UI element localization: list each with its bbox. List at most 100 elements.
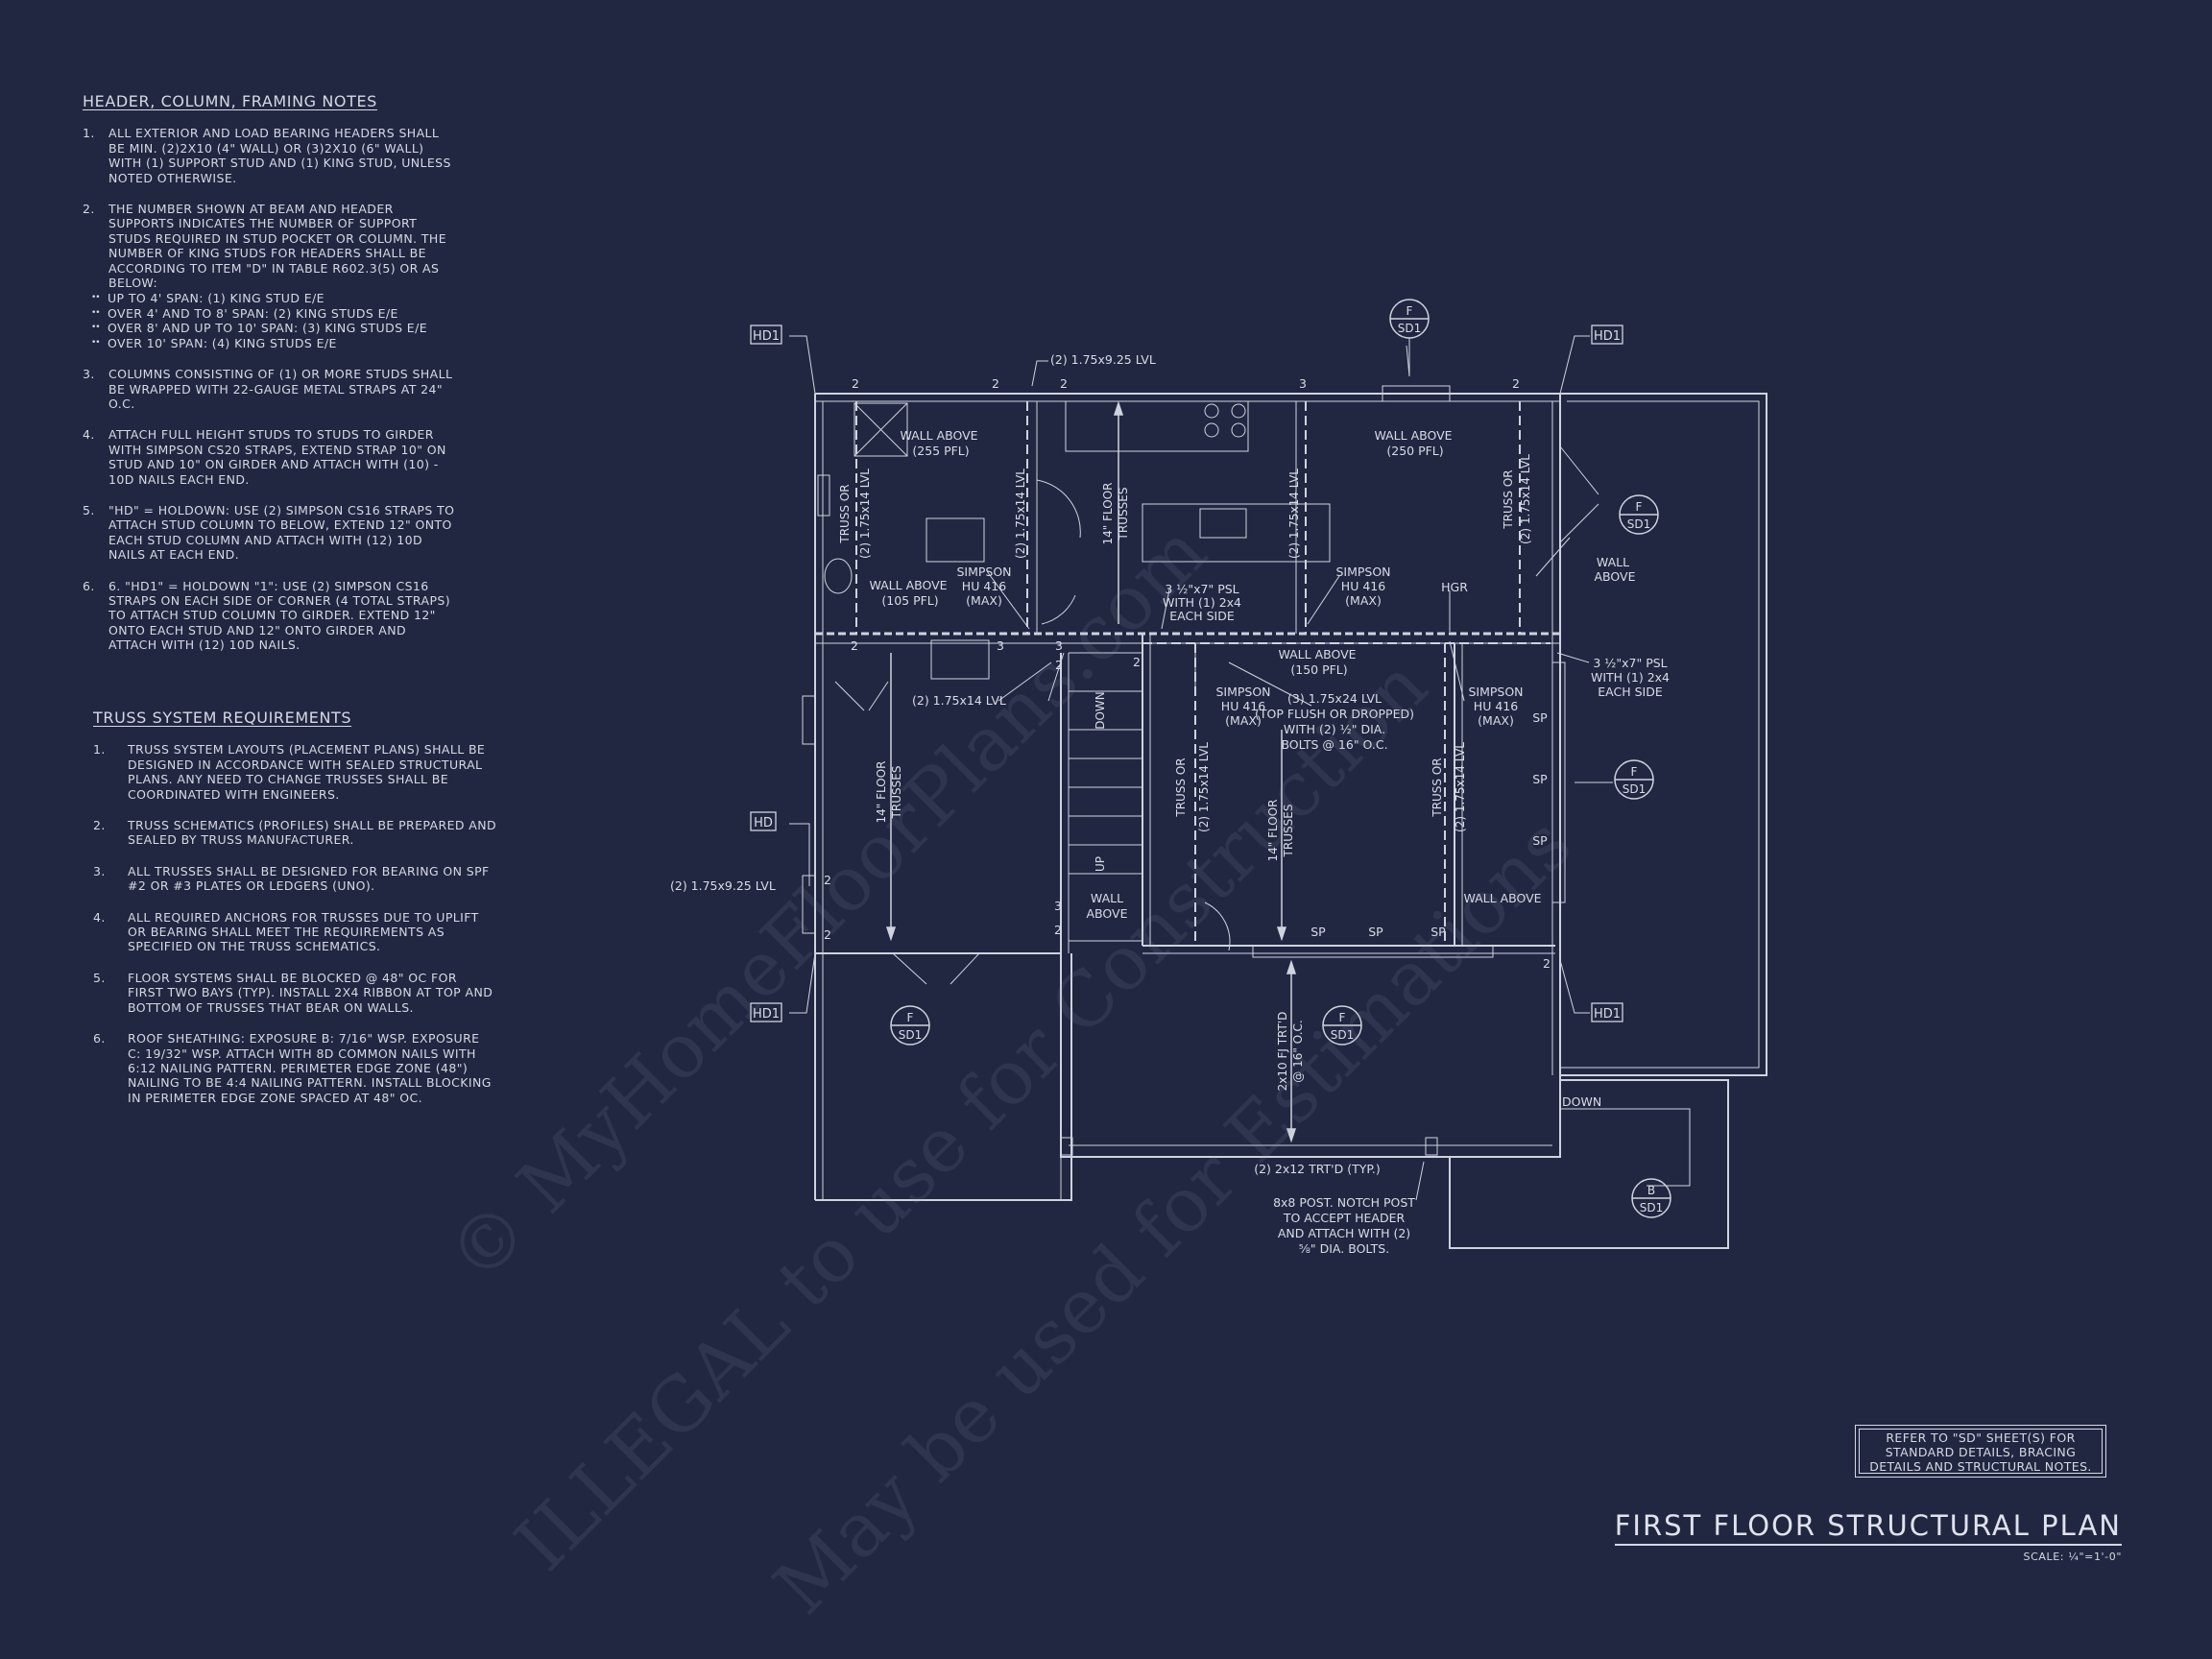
svg-text:TRUSSES: TRUSSES <box>1117 488 1130 541</box>
note-item: 4.ALL REQUIRED ANCHORS FOR TRUSSES DUE T… <box>93 909 479 954</box>
notes-title: TRUSS SYSTEM REQUIREMENTS <box>93 709 352 727</box>
section-markers: F SD1 F SD1 F SD1 F SD1 F SD1 B SD1 <box>890 299 1671 1218</box>
svg-text:(MAX): (MAX) <box>1345 593 1382 608</box>
plan-annotations: (2) 1.75x9.25 LVL (2) 1.75x9.25 LVL (2) … <box>670 352 1670 1256</box>
svg-text:SD1: SD1 <box>1627 517 1651 531</box>
svg-text:WITH (2) ½" DIA.: WITH (2) ½" DIA. <box>1284 722 1385 736</box>
svg-text:F: F <box>907 1011 914 1024</box>
truss-system-notes: TRUSS SYSTEM REQUIREMENTS 1.TRUSS SYSTEM… <box>93 709 496 1121</box>
svg-text:WITH (1) 2x4: WITH (1) 2x4 <box>1591 670 1670 685</box>
refer-sd-sheets-note: REFER TO "SD" SHEET(S) FOR STANDARD DETA… <box>1855 1425 2106 1478</box>
svg-text:SIMPSON: SIMPSON <box>1215 685 1270 699</box>
svg-text:WALL ABOVE: WALL ABOVE <box>869 578 947 592</box>
svg-text:(2) 1.75x14 LVL: (2) 1.75x14 LVL <box>858 469 872 559</box>
svg-text:2: 2 <box>1054 923 1062 937</box>
svg-text:SP: SP <box>1532 833 1548 848</box>
svg-text:F: F <box>1339 1011 1346 1024</box>
svg-text:SD1: SD1 <box>1331 1028 1355 1042</box>
svg-text:3 ½"x7" PSL: 3 ½"x7" PSL <box>1165 582 1238 596</box>
section-marker: F SD1 <box>1614 759 1654 800</box>
svg-text:HD1: HD1 <box>753 1007 780 1022</box>
plan-scale: SCALE: ¼"=1'-0" <box>2023 1551 2122 1563</box>
svg-text:ABOVE: ABOVE <box>1595 569 1636 584</box>
note-item: 3.COLUMNS CONSISTING OF (1) OR MORE STUD… <box>83 367 453 411</box>
svg-text:2: 2 <box>851 638 858 653</box>
section-marker: F SD1 <box>1619 494 1659 535</box>
svg-text:EACH SIDE: EACH SIDE <box>1169 609 1235 623</box>
svg-text:@ 16" O.C.: @ 16" O.C. <box>1291 1020 1305 1082</box>
note-item: 6.6. "HD1" = HOLDOWN "1": USE (2) SIMPSO… <box>83 578 450 653</box>
note-item: 3.ALL TRUSSES SHALL BE DESIGNED FOR BEAR… <box>93 863 490 894</box>
svg-text:SD1: SD1 <box>899 1028 923 1042</box>
svg-text:WALL ABOVE: WALL ABOVE <box>1463 891 1541 905</box>
note-item: 1.TRUSS SYSTEM LAYOUTS (PLACEMENT PLANS)… <box>93 742 486 802</box>
svg-text:2: 2 <box>1055 658 1063 672</box>
svg-text:(2) 1.75x14 LVL: (2) 1.75x14 LVL <box>1287 469 1301 559</box>
svg-text:TRUSS OR: TRUSS OR <box>838 484 852 543</box>
svg-text:WITH (1) 2x4: WITH (1) 2x4 <box>1163 595 1241 610</box>
stud-span-item: ••OVER 10' SPAN: (4) KING STUDS E/E <box>91 335 337 350</box>
svg-text:2: 2 <box>1133 655 1141 669</box>
svg-text:(2) 1.75x14 LVL: (2) 1.75x14 LVL <box>1197 742 1211 832</box>
stud-span-item: ••OVER 4' AND TO 8' SPAN: (2) KING STUDS… <box>91 305 398 321</box>
svg-text:(255 PFL): (255 PFL) <box>912 444 969 458</box>
svg-text:HU 416: HU 416 <box>1474 699 1518 713</box>
svg-text:SP: SP <box>1431 925 1446 939</box>
svg-text:14" FLOOR: 14" FLOOR <box>1266 800 1280 862</box>
svg-text:3 ½"x7" PSL: 3 ½"x7" PSL <box>1593 656 1667 670</box>
svg-text:SIMPSON: SIMPSON <box>1468 685 1523 699</box>
note-item: 5.FLOOR SYSTEMS SHALL BE BLOCKED @ 48" O… <box>93 970 493 1015</box>
note-item: 6.ROOF SHEATHING: EXPOSURE B: 7/16" WSP.… <box>93 1031 492 1105</box>
svg-text:TRUSS OR: TRUSS OR <box>1502 469 1515 529</box>
svg-text:TRUSS OR: TRUSS OR <box>1174 757 1188 817</box>
svg-text:WALL: WALL <box>1091 891 1123 905</box>
svg-text:(MAX): (MAX) <box>966 593 1002 608</box>
svg-text:SP: SP <box>1368 925 1383 939</box>
svg-text:HU 416: HU 416 <box>1221 699 1265 713</box>
note-item: 1.ALL EXTERIOR AND LOAD BEARING HEADERS … <box>83 126 451 185</box>
svg-text:2: 2 <box>824 873 831 887</box>
svg-text:AND ATTACH WITH (2): AND ATTACH WITH (2) <box>1278 1226 1410 1240</box>
section-marker: F SD1 <box>1389 299 1430 376</box>
svg-text:HD1: HD1 <box>753 329 780 344</box>
svg-text:(2) 1.75x14 LVL: (2) 1.75x14 LVL <box>912 693 1006 708</box>
svg-text:TO ACCEPT HEADER: TO ACCEPT HEADER <box>1283 1211 1406 1225</box>
svg-text:WALL ABOVE: WALL ABOVE <box>1374 428 1452 443</box>
svg-text:F: F <box>1636 500 1643 514</box>
svg-text:HD: HD <box>754 816 773 830</box>
svg-text:(2) 1.75x9.25 LVL: (2) 1.75x9.25 LVL <box>1050 352 1156 367</box>
svg-text:SP: SP <box>1532 772 1548 786</box>
svg-text:TRUSSES: TRUSSES <box>1282 805 1295 858</box>
holdown-tags <box>750 325 1623 1022</box>
svg-text:(250 PFL): (250 PFL) <box>1386 444 1443 458</box>
svg-text:BOLTS @ 16" O.C.: BOLTS @ 16" O.C. <box>1281 737 1387 752</box>
svg-text:HU 416: HU 416 <box>1341 579 1385 593</box>
svg-text:2: 2 <box>1543 956 1551 971</box>
svg-text:14" FLOOR: 14" FLOOR <box>1101 483 1115 545</box>
svg-text:(2) 1.75x14 LVL: (2) 1.75x14 LVL <box>1454 742 1467 832</box>
svg-text:SIMPSON: SIMPSON <box>956 565 1011 579</box>
svg-text:2: 2 <box>1512 376 1520 391</box>
svg-text:3: 3 <box>1054 899 1062 913</box>
plan-title: FIRST FLOOR STRUCTURAL PLAN <box>1614 1509 2122 1546</box>
svg-text:UP: UP <box>1094 856 1107 872</box>
stud-span-item: ••UP TO 4' SPAN: (1) KING STUD E/E <box>91 291 325 306</box>
svg-text:2: 2 <box>1060 376 1068 391</box>
stud-span-list: ••UP TO 4' SPAN: (1) KING STUD E/E ••OVE… <box>91 291 457 350</box>
svg-text:WALL ABOVE: WALL ABOVE <box>1278 647 1356 661</box>
svg-text:DOWN: DOWN <box>1562 1094 1601 1109</box>
svg-text:HU 416: HU 416 <box>962 579 1006 593</box>
svg-text:TRUSSES: TRUSSES <box>890 766 903 820</box>
svg-text:(2) 1.75x14 LVL: (2) 1.75x14 LVL <box>1014 469 1027 559</box>
notes-title: HEADER, COLUMN, FRAMING NOTES <box>83 92 377 110</box>
svg-text:SD1: SD1 <box>1623 782 1647 796</box>
leader-lines <box>789 335 1613 1201</box>
note-item: 2.THE NUMBER SHOWN AT BEAM AND HEADER SU… <box>83 202 457 350</box>
svg-text:(MAX): (MAX) <box>1478 713 1514 728</box>
svg-text:(150 PFL): (150 PFL) <box>1290 662 1347 677</box>
svg-text:WALL ABOVE: WALL ABOVE <box>900 428 977 443</box>
svg-text:3: 3 <box>1055 638 1063 653</box>
svg-text:2: 2 <box>824 927 831 942</box>
svg-text:3: 3 <box>1299 376 1307 391</box>
svg-text:TRUSS OR: TRUSS OR <box>1431 757 1444 817</box>
